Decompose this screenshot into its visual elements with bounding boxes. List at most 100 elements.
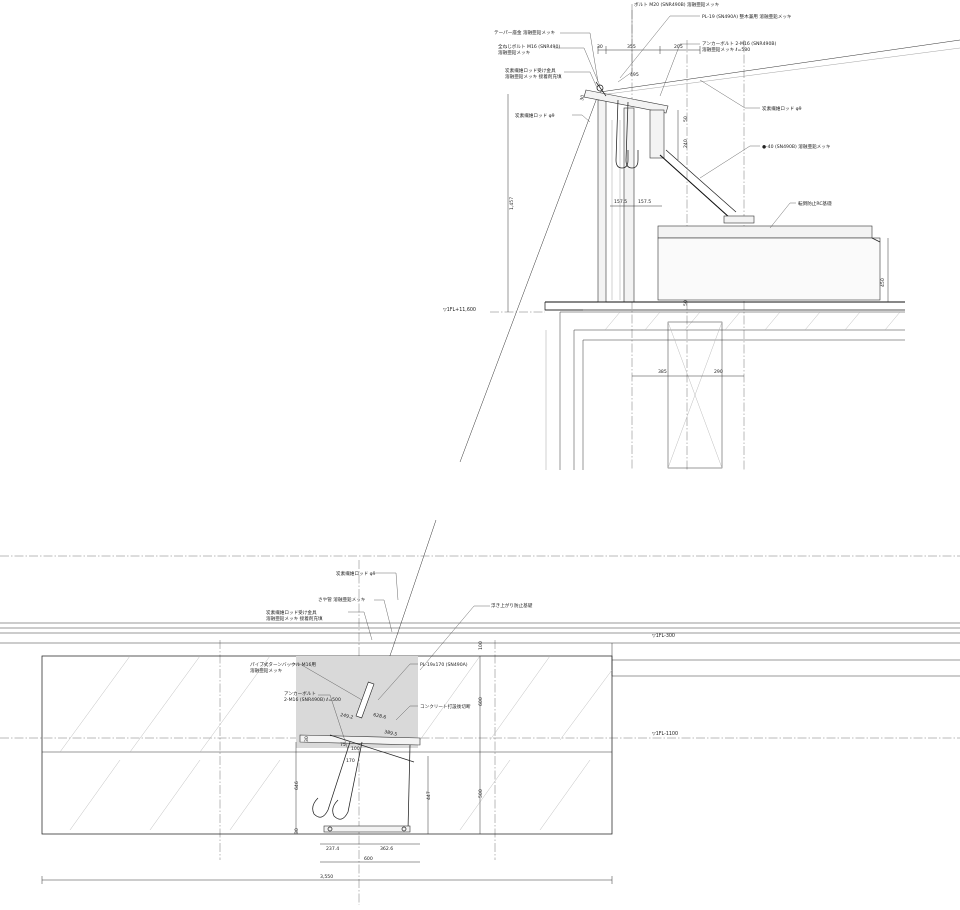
label-ring-bolt-1: 全ねじボルト M16 (SNR490) [498,43,560,50]
level-1fl-minus-1100: ▽1FL-1100 [652,731,678,737]
leader-concrete-cut [395,705,418,721]
leader-sleeve [374,599,393,633]
dim-75: 75 [340,742,346,748]
guy-line-lower [599,47,960,96]
inclined-plate-pl19 [299,734,421,746]
dim-290: 290 [714,369,723,375]
label-anchor-bolt-1: アンカーボルト 2-M16 (SNR490B) [702,40,777,47]
dim-100-small: 100 [351,746,360,752]
dim-50-b: 50 [683,300,689,306]
leader-ring-bolt [554,47,601,87]
dim-355: 355 [627,44,636,50]
carbon-rod-main-b [391,519,437,651]
leader-round-bar [699,145,760,179]
inclined-plate-edge [329,734,415,763]
label-rod-fixing-2: 溶融亜鉛メッキ 接着剤充填 [505,73,562,80]
slab-hatch [604,311,901,331]
dim-30-diag: 30 [579,94,586,101]
dim-389: 389.5 [384,729,398,738]
dim-157-b: 157.5 [638,199,651,205]
label-concrete-cut: コンクリート打設後切断 [420,703,471,710]
label-sleeve: さや管 溶融亜鉛メッキ [318,596,366,603]
dim-237: 237.4 [326,846,339,852]
level-1fl-minus-300: ▽1FL-300 [652,633,675,639]
dim-600-horizontal: 600 [364,856,373,862]
dim-1457: 1,457 [509,197,515,210]
leader-rod [376,572,399,601]
dim-30-left: 30 [304,736,310,742]
column-cross-b [667,321,723,469]
dim-100: 100 [478,641,484,650]
lower-detail: ▽1FL-300 ▽1FL-1100 100 600 500 249.2 628… [0,555,960,905]
slab-edge-left [544,302,583,311]
rc-base-chamfer [871,237,881,243]
label-bolt-m20: ボルト M20 (SNR490B) 溶融亜鉛メッキ [634,1,720,8]
rc-base-body [657,237,881,301]
dim-240: 240 [683,139,689,148]
parapet-post-right [623,107,635,303]
dim-646: 646 [294,781,300,790]
guy-line-upper [599,39,960,93]
label-rod-right: 炭素繊維ロッド φ9 [762,105,802,112]
dim-628: 628.6 [373,712,387,721]
base-bolt-right [401,826,407,832]
leader-anchor [318,694,349,751]
label-pl19: PL-19 (SN490A) 整木兼用 溶融亜鉛メッキ [702,13,792,20]
dim-249: 249.2 [340,712,354,721]
upper-detail: ▽1FL+11,600 30 355 205 495 30 50 240 1,4… [358,1,960,741]
base-hatch [59,655,613,831]
parapet-post-left [597,99,607,303]
label-rc-base: 転倒防止RC基礎 [798,200,832,207]
bolt-shank [595,81,607,97]
column-below [667,321,723,469]
leader-rod-right [699,79,760,109]
anchor-hook-2 [625,101,639,169]
dim-170: 170 [346,758,355,764]
label-rod-fixing-1: 炭素繊維ロッド受け金具 [266,609,317,616]
leader-rod-left [572,114,591,123]
dim-450: 450 [880,278,886,287]
dim-30-bottom: 30 [294,828,300,834]
label-carbon-rod: 炭素繊維ロッド φ9 [336,570,376,577]
label-turnbuckle-1: パイプ式ターンバックル M16用 [250,661,316,668]
leader-uplift-base [419,605,490,671]
dim-30-top: 30 [597,44,603,50]
dim-362: 362.6 [380,846,393,852]
leader-rc-base [769,202,796,229]
raking-strut [659,154,731,219]
label-pl-19x170: PL-19x170 (SN490A) [420,662,468,668]
label-round-bar: ●-40 (SN490B) 溶融亜鉛メッキ [762,143,831,150]
dim-495: 495 [630,72,639,78]
carbon-rod-main-a [459,94,599,463]
label-ring-bolt-2: 溶融亜鉛メッキ [498,49,531,56]
concrete-pocket [296,656,418,748]
inclined-bracket-plate [583,89,669,114]
bottom-base-plate [323,825,411,833]
anchor-bolt-hook-2 [332,741,363,820]
label-uplift-base: 浮き上がり防止基礎 [491,602,533,609]
dim-385: 385 [658,369,667,375]
leader-bolt-m20 [617,4,633,83]
leader-anchor-bolt [659,43,700,97]
dim-600-vertical: 600 [478,697,484,706]
side-bracket [649,109,665,159]
label-rod-left: 炭素繊維ロッド φ9 [515,112,555,119]
dim-3550: 3,550 [320,874,333,880]
plate-leg [407,744,411,831]
dim-447: 447 [426,791,432,800]
leader-rod-fixing [348,611,373,641]
label-rod-fixing-2: 溶融亜鉛メッキ 接着剤充填 [266,615,323,622]
strut-base-plate [723,215,755,224]
label-anchor-2: 2-M16 (SNR490B) ℓ=500 [284,697,341,703]
leader-turnbuckle [290,663,363,701]
label-turnbuckle-2: 溶融亜鉛メッキ [250,667,283,674]
dim-205: 205 [674,44,683,50]
anchor-bolt-hook-1 [312,741,351,818]
dim-500: 500 [478,789,484,798]
turnbuckle-body [355,681,375,719]
anchor-hook-1 [615,99,629,169]
leader-rod-fixing [564,71,599,91]
level-1fl-11600: ▽1FL+11,600 [443,307,476,313]
